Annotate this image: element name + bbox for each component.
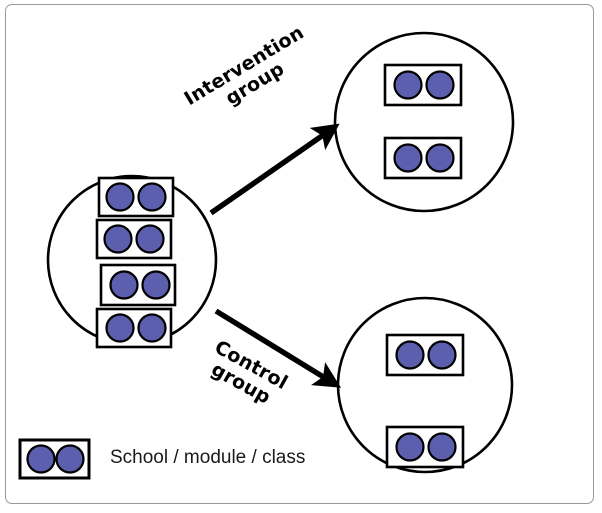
intervention-unit-2 (383, 136, 463, 180)
unit-dot (55, 444, 85, 474)
unit-dot (135, 224, 165, 254)
control-unit-2 (385, 425, 465, 469)
source-unit-4 (95, 307, 173, 349)
control-cluster (336, 296, 514, 474)
source-cluster (46, 174, 218, 349)
intervention-cluster-circle (333, 31, 515, 213)
unit-dot (395, 340, 425, 370)
source-unit-3 (99, 263, 177, 307)
unit-dot (393, 70, 423, 100)
unit-dot (26, 444, 56, 474)
intervention-arrow (209, 123, 340, 216)
legend-swatch (18, 438, 91, 480)
unit-dot (393, 143, 423, 173)
unit-dot (103, 224, 133, 254)
unit-dot (105, 313, 135, 343)
source-unit-1 (97, 176, 175, 218)
source-unit-2 (95, 218, 173, 260)
unit-dot (105, 182, 135, 212)
control-arrow (214, 308, 342, 388)
unit-dot (395, 432, 425, 462)
unit-dot (137, 313, 167, 343)
unit-dot (137, 182, 167, 212)
unit-dot (141, 270, 171, 300)
control-unit-1 (385, 333, 465, 377)
unit-dot (109, 270, 139, 300)
legend-caption: School / module / class (110, 447, 306, 468)
intervention-cluster (333, 31, 515, 213)
unit-dot (427, 340, 457, 370)
intervention-unit-1 (383, 63, 463, 107)
unit-dot (425, 143, 455, 173)
unit-dot (427, 432, 457, 462)
unit-dot (425, 70, 455, 100)
